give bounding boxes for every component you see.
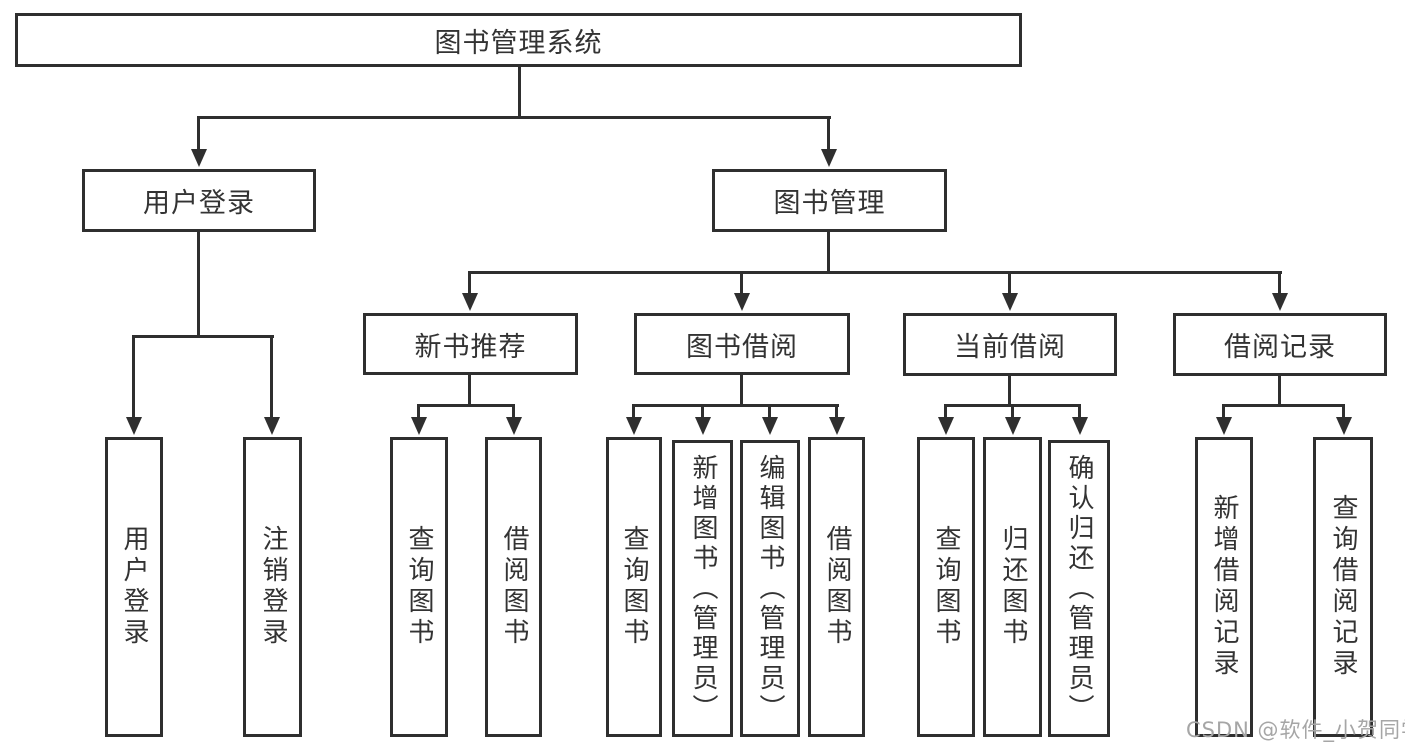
connector-drop (512, 406, 515, 418)
connector-drop (1342, 406, 1345, 418)
connector-drop (701, 406, 704, 418)
arrow-down-icon (1002, 293, 1018, 311)
node-book-borrowing: 图书借阅 (634, 313, 850, 375)
leaf-add-book-admin: 新增图书（管理员） (672, 440, 733, 737)
arrow-down-icon (762, 417, 778, 435)
connector-drop (1008, 273, 1011, 294)
arrow-down-icon (126, 417, 142, 435)
leaf-confirm-return-admin: 确认归还（管理员） (1048, 440, 1110, 737)
connector-root-stem (518, 67, 521, 118)
leaf-add-borrow-record: 新增借阅记录 (1195, 437, 1253, 737)
connector-current-stem (1008, 376, 1011, 406)
leaf-return-book: 归还图书 (983, 437, 1042, 737)
connector-drop-user-login (197, 118, 200, 150)
node-book-management: 图书管理 (712, 169, 947, 232)
connector-drop-book-mgmt (827, 118, 830, 150)
node-borrowing-records: 借阅记录 (1173, 313, 1387, 376)
connector-borrow-stem (740, 375, 743, 406)
leaf-query-books-2: 查询图书 (606, 437, 662, 737)
arrow-down-icon (411, 417, 427, 435)
connector-book-mgmt-stem (827, 232, 830, 273)
connector-group-bus (632, 404, 839, 407)
connector-group-bus (417, 404, 515, 407)
node-new-book-recommendation: 新书推荐 (363, 313, 578, 375)
connector-drop (417, 406, 420, 418)
arrow-down-icon (506, 417, 522, 435)
leaf-query-borrow-record: 查询借阅记录 (1313, 437, 1373, 737)
connector-drop (1078, 406, 1081, 418)
arrow-down-icon (1005, 417, 1021, 435)
connector-drop (944, 406, 947, 418)
leaf-query-books-1: 查询图书 (390, 437, 448, 737)
connector-drop (768, 406, 771, 418)
leaf-logout: 注销登录 (243, 437, 302, 737)
leaf-user-login: 用户登录 (105, 437, 163, 737)
arrow-down-icon (626, 417, 642, 435)
connector-user-login-stem (197, 232, 200, 338)
connector-drop (740, 273, 743, 294)
connector-group-bus (1222, 404, 1345, 407)
connector-group-bus (944, 404, 1081, 407)
arrow-down-icon (821, 149, 837, 167)
arrow-down-icon (191, 149, 207, 167)
node-user-login: 用户登录 (82, 169, 316, 232)
connector-drop (632, 406, 635, 418)
leaf-query-books-3: 查询图书 (917, 437, 975, 737)
connector-newrec-stem (468, 375, 471, 406)
arrow-down-icon (734, 293, 750, 311)
arrow-down-icon (1216, 417, 1232, 435)
connector-drop (132, 337, 135, 418)
connector-drop (1222, 406, 1225, 418)
arrow-down-icon (938, 417, 954, 435)
connector-drop (835, 406, 838, 418)
leaf-borrow-books-1: 借阅图书 (485, 437, 542, 737)
leaf-borrow-books-2: 借阅图书 (808, 437, 865, 737)
arrow-down-icon (1272, 293, 1288, 311)
arrow-down-icon (462, 293, 478, 311)
connector-drop (1278, 273, 1281, 294)
node-library-management-system: 图书管理系统 (15, 13, 1022, 67)
connector-login-group-bus (132, 335, 274, 338)
arrow-down-icon (829, 417, 845, 435)
node-current-borrowing: 当前借阅 (903, 313, 1117, 376)
connector-level1-bus (197, 116, 831, 119)
connector-drop (1011, 406, 1014, 418)
arrow-down-icon (695, 417, 711, 435)
arrow-down-icon (1072, 417, 1088, 435)
arrow-down-icon (264, 417, 280, 435)
leaf-edit-book-admin: 编辑图书（管理员） (740, 440, 800, 737)
connector-drop (468, 273, 471, 294)
connector-records-stem (1278, 376, 1281, 406)
arrow-down-icon (1336, 417, 1352, 435)
connector-drop (270, 337, 273, 418)
connector-level3-bus (468, 271, 1282, 274)
